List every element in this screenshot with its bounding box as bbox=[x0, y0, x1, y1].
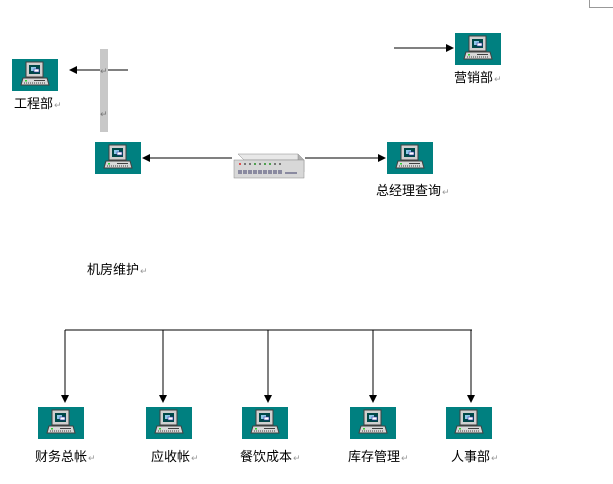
computer-icon-inventory[interactable] bbox=[350, 407, 396, 439]
computer-icon-client[interactable] bbox=[95, 142, 141, 174]
paragraph-mark: ↵ bbox=[100, 110, 108, 120]
label-receivable: 应收帐↵ bbox=[151, 450, 199, 465]
computer-icon-gm[interactable] bbox=[387, 142, 433, 174]
page-corner-mark bbox=[589, 0, 613, 8]
label-marketing: 营销部↵ bbox=[454, 71, 502, 86]
label-finance: 财务总帐↵ bbox=[35, 450, 96, 465]
computer-icon-engineering[interactable] bbox=[12, 59, 58, 91]
computer-icon-catering[interactable] bbox=[242, 407, 288, 439]
paragraph-mark: ↵ bbox=[100, 67, 108, 77]
label-server-room: 机房维护↵ bbox=[87, 263, 148, 278]
computer-icon-finance[interactable] bbox=[38, 407, 84, 439]
label-hr: 人事部↵ bbox=[451, 450, 499, 465]
label-engineering: 工程部↵ bbox=[14, 97, 62, 112]
computer-icon-hr[interactable] bbox=[446, 407, 492, 439]
label-gm-query: 总经理查询↵ bbox=[376, 184, 450, 199]
vertical-divider-bar bbox=[100, 49, 108, 132]
label-inventory: 库存管理↵ bbox=[348, 450, 409, 465]
hub-switch-icon bbox=[233, 153, 305, 179]
computer-icon-marketing[interactable] bbox=[455, 33, 501, 65]
label-catering-cost: 餐饮成本↵ bbox=[240, 450, 301, 465]
computer-icon-receivable[interactable] bbox=[146, 407, 192, 439]
